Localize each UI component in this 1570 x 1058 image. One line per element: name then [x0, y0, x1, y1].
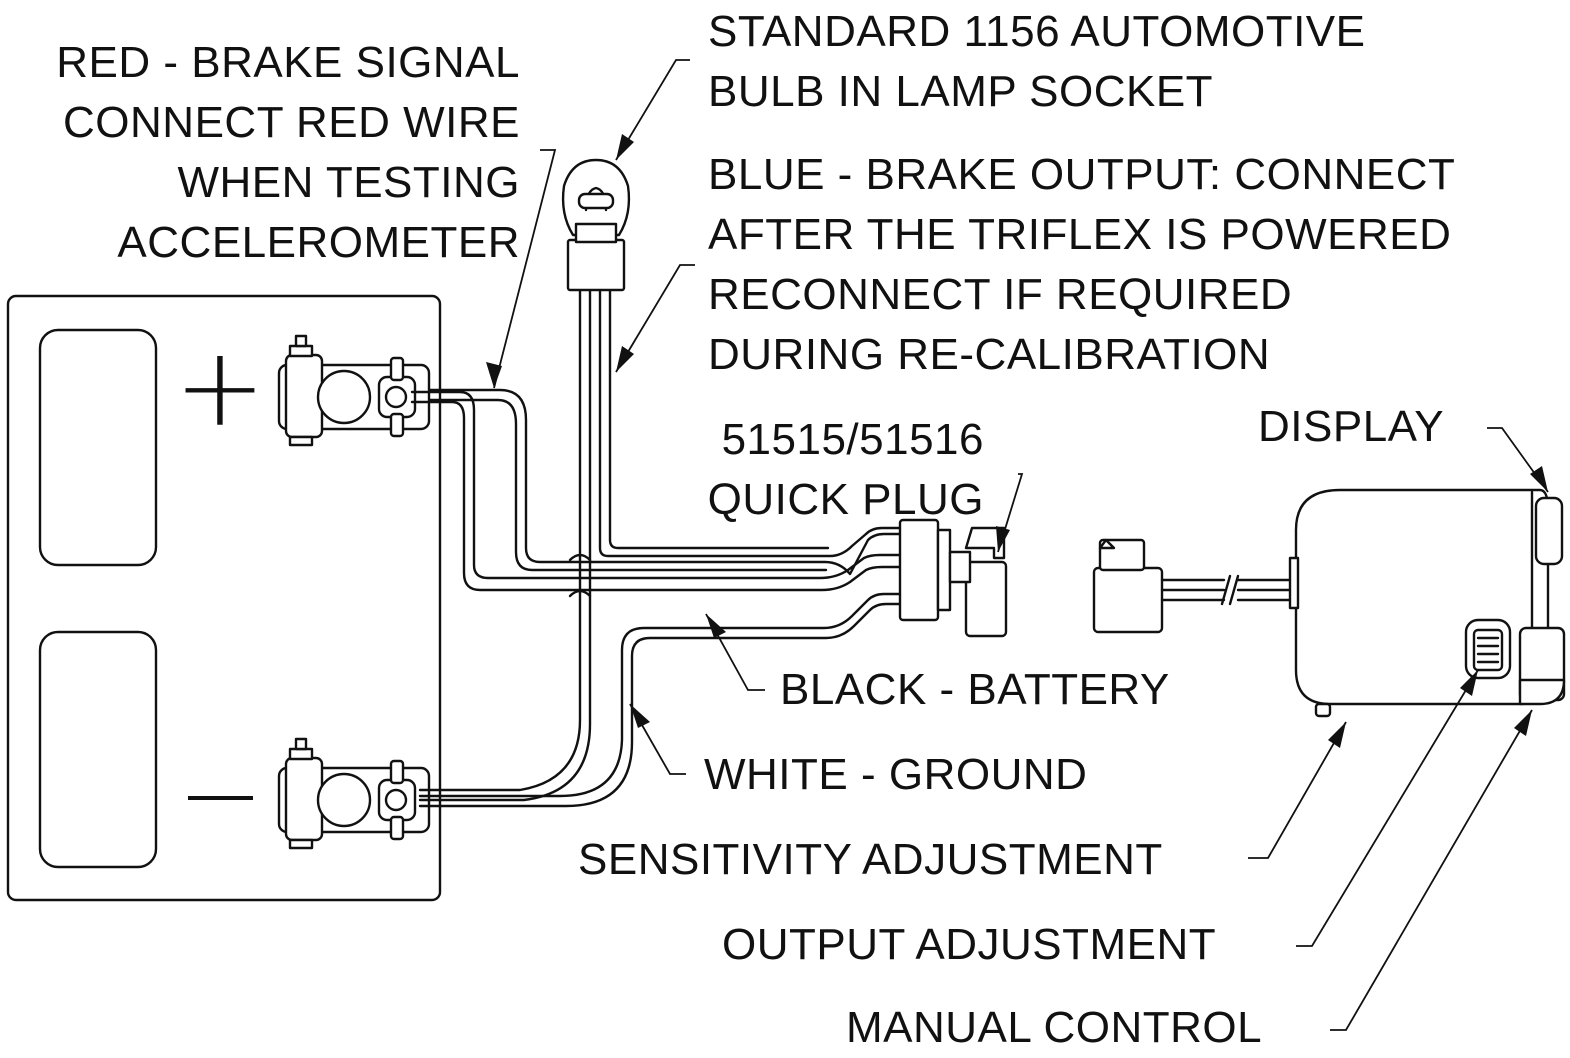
label-sensitivity-adjustment: SENSITIVITY ADJUSTMENT [578, 835, 1163, 884]
label-line: ACCELEROMETER [117, 218, 520, 267]
negative-terminal [277, 737, 431, 850]
label-line: QUICK PLUG [707, 475, 984, 524]
label-line: RECONNECT IF REQUIRED [708, 270, 1293, 319]
label-line: AFTER THE TRIFLEX IS POWERED [708, 210, 1452, 259]
leader-display [1487, 427, 1549, 493]
leader-black-battery [705, 613, 765, 691]
positive-terminal [277, 334, 431, 447]
leader-blue-brake [615, 264, 695, 373]
label-line: CONNECT RED WIRE [63, 98, 520, 147]
label-line: STANDARD 1156 AUTOMOTIVE [708, 7, 1366, 56]
brake-controller [1288, 488, 1566, 718]
label-line: WHEN TESTING [177, 158, 520, 207]
label-display: DISPLAY [1258, 402, 1445, 451]
label-line: BULB IN LAMP SOCKET [708, 67, 1214, 116]
positive-symbol: + [174, 323, 266, 451]
leader-white-ground [629, 703, 686, 775]
label-quick-plug: 51515/51516 QUICK PLUG [708, 410, 984, 530]
label-red-brake-signal: RED - BRAKE SIGNAL CONNECT RED WIRE WHEN… [56, 33, 520, 273]
label-line: 51515/51516 [721, 415, 984, 464]
bulb-1156 [561, 158, 631, 292]
leader-quick-plug [996, 473, 1024, 553]
quick-plug-connector [898, 518, 1164, 638]
label-output-adjustment: OUTPUT ADJUSTMENT [722, 920, 1217, 969]
controller-cable [1160, 574, 1300, 606]
label-black-battery: BLACK - BATTERY [780, 665, 1170, 714]
label-line: DURING RE-CALIBRATION [708, 330, 1271, 379]
label-blue-brake-output: BLUE - BRAKE OUTPUT: CONNECT AFTER THE T… [708, 145, 1455, 385]
leader-sensitivity [1248, 721, 1347, 859]
label-line: RED - BRAKE SIGNAL [56, 38, 520, 87]
battery [6, 294, 442, 902]
label-bulb: STANDARD 1156 AUTOMOTIVE BULB IN LAMP SO… [708, 2, 1366, 122]
leader-manual [1330, 709, 1533, 1031]
label-white-ground: WHITE - GROUND [704, 750, 1088, 799]
label-manual-control: MANUAL CONTROL [846, 1003, 1263, 1052]
leader-output [1296, 669, 1479, 947]
leader-red-brake [486, 149, 557, 389]
leader-bulb [615, 59, 690, 161]
wire-harness [410, 286, 902, 808]
label-line: BLUE - BRAKE OUTPUT: CONNECT [708, 150, 1456, 199]
